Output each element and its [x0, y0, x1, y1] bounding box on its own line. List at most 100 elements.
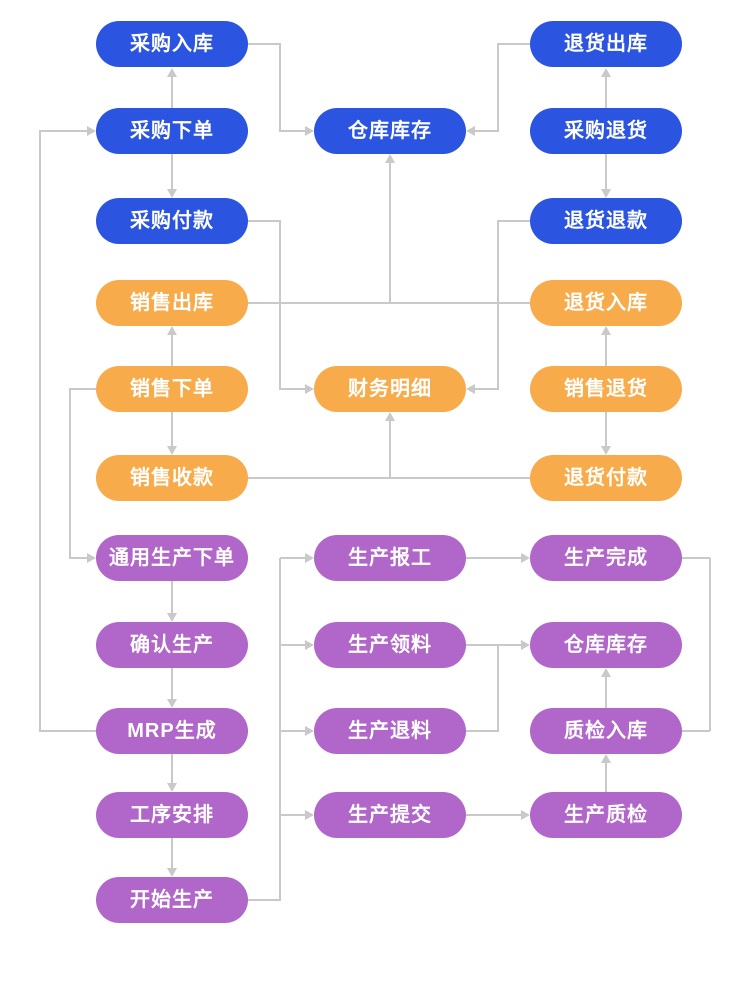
edge-cgfk-cwmx [279, 220, 281, 390]
edge-cgfk-cwmx [280, 388, 306, 390]
node-sctj: 生产提交 [314, 792, 466, 838]
edge-sctj-sczj [466, 814, 522, 816]
node-thrk: 退货入库 [530, 280, 682, 326]
arrowhead-right-mrp-cgxd [87, 126, 96, 136]
arrowhead-right-sctj-sczj [521, 810, 530, 820]
edge-sczj-zjrk [605, 762, 607, 792]
arrowhead-left-thck-ckkc1 [466, 126, 475, 136]
node-scll: 生产领料 [314, 622, 466, 668]
node-sczj: 生产质检 [530, 792, 682, 838]
edge-thtk-cwmx [474, 388, 498, 390]
arrowhead-right-kssc-trunk [305, 726, 314, 736]
edge-tyscxd-qrsc [171, 581, 173, 615]
edge-gxap-kssc [171, 838, 173, 870]
edge-kssc-trunk [279, 558, 281, 901]
edge-thck-ckkc1 [474, 130, 498, 132]
node-cwmx: 财务明细 [314, 366, 466, 412]
edge-cgrk-ckkc1 [280, 130, 306, 132]
node-thtk: 退货退款 [530, 198, 682, 244]
edge-mrp-cgxd [40, 130, 88, 132]
arrowhead-up-xssk-thfk-cwmx [385, 412, 395, 421]
edge-kssc-trunk [248, 899, 280, 901]
edge-mrp-cgxd [40, 730, 96, 732]
arrowhead-up-xsth-thrk [601, 326, 611, 335]
arrowhead-up-cgth-thck [601, 68, 611, 77]
edge-cgrk-ckkc1 [279, 43, 281, 132]
edge-cgxd-cgfk [171, 154, 173, 191]
edge-qrsc-mrp [171, 668, 173, 701]
arrowhead-down-gxap-kssc [167, 868, 177, 877]
node-xsxd: 销售下单 [96, 366, 248, 412]
edge-zjrk-ckkc2 [605, 676, 607, 708]
arrowhead-right-cgfk-cwmx [305, 384, 314, 394]
edge-cgxd-cgrk [171, 76, 173, 108]
edge-scll-sctl-ckkc2 [466, 730, 498, 732]
arrowhead-down-qrsc-mrp [167, 699, 177, 708]
node-thck: 退货出库 [530, 21, 682, 67]
arrowhead-left-thtk-cwmx [466, 384, 475, 394]
arrowhead-right-xsxd-tyscxd [87, 553, 96, 563]
edge-thtk-cwmx [498, 220, 530, 222]
edge-kssc-trunk [280, 814, 306, 816]
arrowhead-down-xsth-thfk [601, 446, 611, 455]
edge-thck-ckkc1 [497, 43, 499, 132]
edge-zjrk-scwc [682, 730, 710, 732]
arrowhead-down-mrp-gxap [167, 783, 177, 792]
node-cgrk: 采购入库 [96, 21, 248, 67]
node-tyscxd: 通用生产下单 [96, 535, 248, 581]
arrowhead-up-cgxd-cgrk [167, 68, 177, 77]
node-sctl: 生产退料 [314, 708, 466, 754]
edge-xsck-thrk-ckkc1 [248, 302, 530, 304]
node-cgth: 采购退货 [530, 108, 682, 154]
edge-xsxd-xssk [171, 412, 173, 448]
node-mrp: MRP生成 [96, 708, 248, 754]
arrowhead-right-kssc-trunk [305, 810, 314, 820]
edge-cgth-thck [605, 76, 607, 108]
node-xsth: 销售退货 [530, 366, 682, 412]
arrowhead-down-cgth-thtk [601, 189, 611, 198]
edge-xssk-thfk-cwmx [248, 477, 530, 479]
edge-thck-ckkc1 [498, 43, 530, 45]
arrowhead-down-cgxd-cgfk [167, 189, 177, 198]
edge-mrp-cgxd [39, 130, 41, 732]
node-scwc: 生产完成 [530, 535, 682, 581]
arrowhead-right-cgrk-ckkc1 [305, 126, 314, 136]
edge-xsxd-tyscxd [70, 557, 88, 559]
edge-cgrk-ckkc1 [248, 43, 280, 45]
edge-kssc-trunk [280, 557, 306, 559]
edge-scbg-scwc [466, 557, 522, 559]
node-cgxd: 采购下单 [96, 108, 248, 154]
arrowhead-down-tyscxd-qrsc [167, 613, 177, 622]
node-cgfk: 采购付款 [96, 198, 248, 244]
arrowhead-down-xsxd-xssk [167, 446, 177, 455]
edge-cgth-thtk [605, 154, 607, 191]
node-ckkc1: 仓库库存 [314, 108, 466, 154]
node-ckkc2: 仓库库存 [530, 622, 682, 668]
node-kssc: 开始生产 [96, 877, 248, 923]
edge-xsth-thrk [605, 334, 607, 366]
edge-zjrk-scwc [709, 558, 711, 731]
node-gxap: 工序安排 [96, 792, 248, 838]
edge-cgfk-cwmx [248, 220, 280, 222]
edge-kssc-trunk [280, 730, 306, 732]
edge-xsth-thfk [605, 412, 607, 448]
arrowhead-right-scbg-scwc [521, 553, 530, 563]
edge-mrp-gxap [171, 754, 173, 785]
edge-xsxd-tyscxd [69, 388, 71, 559]
edge-thtk-cwmx [497, 220, 499, 390]
arrowhead-up-xsxd-xsck [167, 326, 177, 335]
edge-kssc-trunk [280, 644, 306, 646]
edge-xsxd-xsck [171, 334, 173, 366]
node-scbg: 生产报工 [314, 535, 466, 581]
arrowhead-up-xsck-thrk-ckkc1 [385, 154, 395, 163]
arrowhead-up-zjrk-ckkc2 [601, 668, 611, 677]
edge-xsxd-tyscxd [70, 388, 96, 390]
arrowhead-right-kssc-trunk [305, 640, 314, 650]
node-zjrk: 质检入库 [530, 708, 682, 754]
arrowhead-up-sczj-zjrk [601, 754, 611, 763]
edge-xsck-thrk-ckkc1 [389, 162, 391, 303]
edge-scll-sctl-ckkc2 [497, 645, 499, 732]
node-qrsc: 确认生产 [96, 622, 248, 668]
node-xssk: 销售收款 [96, 455, 248, 501]
